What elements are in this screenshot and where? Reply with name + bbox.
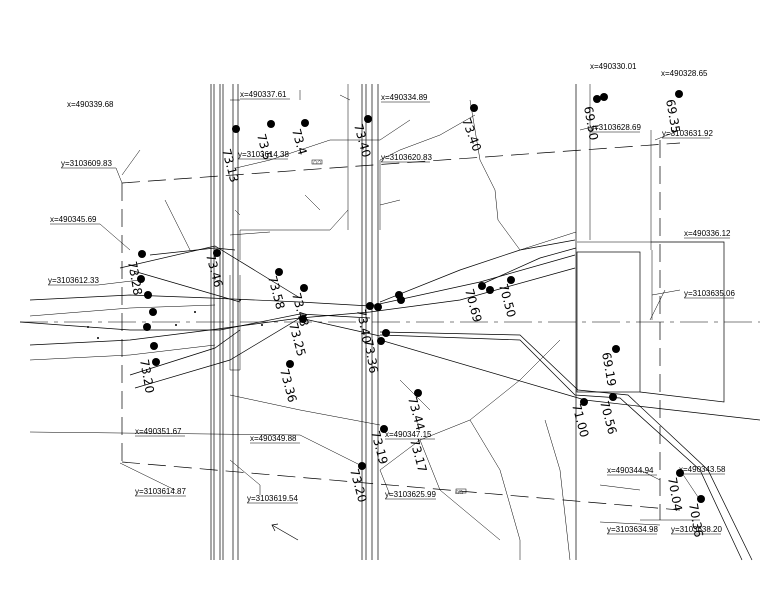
coord-label: x=490345.69 [50,215,97,224]
coord-label: x=490344.94 [607,466,654,475]
elevation-label: 73.4 [289,127,309,156]
elevation-label: 70.56 [597,399,619,436]
elevation-label: 73.36 [277,367,299,404]
survey-points [137,90,705,503]
elevation-label: 73.20 [137,358,157,394]
svg-text:⌂⌂: ⌂⌂ [313,159,321,166]
map-symbols: ⌂⌂ ⌂⌂ [311,159,467,496]
coord-label: y=3103612.33 [48,276,99,285]
coord-label: x=490349.88 [250,434,297,443]
coord-label: x=490337.61 [240,90,287,99]
coord-label: y=3103635.06 [684,289,735,298]
coord-label: y=3103628.69 [590,123,641,132]
coord-label: y=3103619.54 [247,494,298,503]
coord-label: x=490334.89 [381,93,428,102]
elevation-label: 69.50 [581,105,601,141]
north-arrow-icon [271,523,299,541]
elevation-label: 73.5 [254,132,274,161]
elevation-label: 70.69 [462,287,484,324]
coord-label: x=490351.67 [135,427,182,436]
elevation-label: 69.35 [663,98,683,134]
dashed-boundaries [121,140,681,520]
elevation-label: 73.25 [286,321,308,358]
coord-label: y=3103614.87 [135,487,186,496]
svg-text:⌂⌂: ⌂⌂ [455,489,463,496]
coord-label: x=490330.01 [590,62,637,71]
elevation-label: 70.50 [496,282,518,319]
elevation-label: 73.17 [407,437,429,474]
elevation-label: 71.00 [569,402,591,439]
coord-label: x=490347.15 [385,430,432,439]
elevation-label: 73.44 [405,395,427,432]
elevation-label: 73.40 [351,122,373,159]
elevation-label: 73.28 [125,260,145,296]
coord-label: y=3103638.20 [671,525,722,534]
coord-label: x=490343.58 [679,465,726,474]
coord-label: y=3103625.99 [385,490,436,499]
coord-label: x=490328.65 [661,69,708,78]
right-structure-box [576,241,725,403]
elevation-label: 70.04 [665,476,685,512]
elevation-label: 73.58 [265,274,287,311]
coord-label: y=3103609.83 [61,159,112,168]
small-marks [87,299,263,339]
coord-label: y=3103631.92 [662,129,713,138]
coord-label: y=3103634.98 [607,525,658,534]
elevation-label: 70.36 [686,502,706,538]
coord-label: y=3103614.38 [238,150,289,159]
coord-label: y=3103620.83 [381,153,432,162]
elevation-label: 73.40 [459,116,484,153]
coord-label: x=490336.12 [684,229,731,238]
elevation-label: 73.40 [354,308,374,344]
elevation-label: 73.46 [203,252,225,289]
coordinate-labels: x=490339.68 y=3103609.83 x=490345.69 y=3… [48,62,735,535]
coord-label: x=490339.68 [67,100,114,109]
elevation-label: 73.36 [361,338,381,374]
elevation-label: 69.19 [599,351,619,387]
